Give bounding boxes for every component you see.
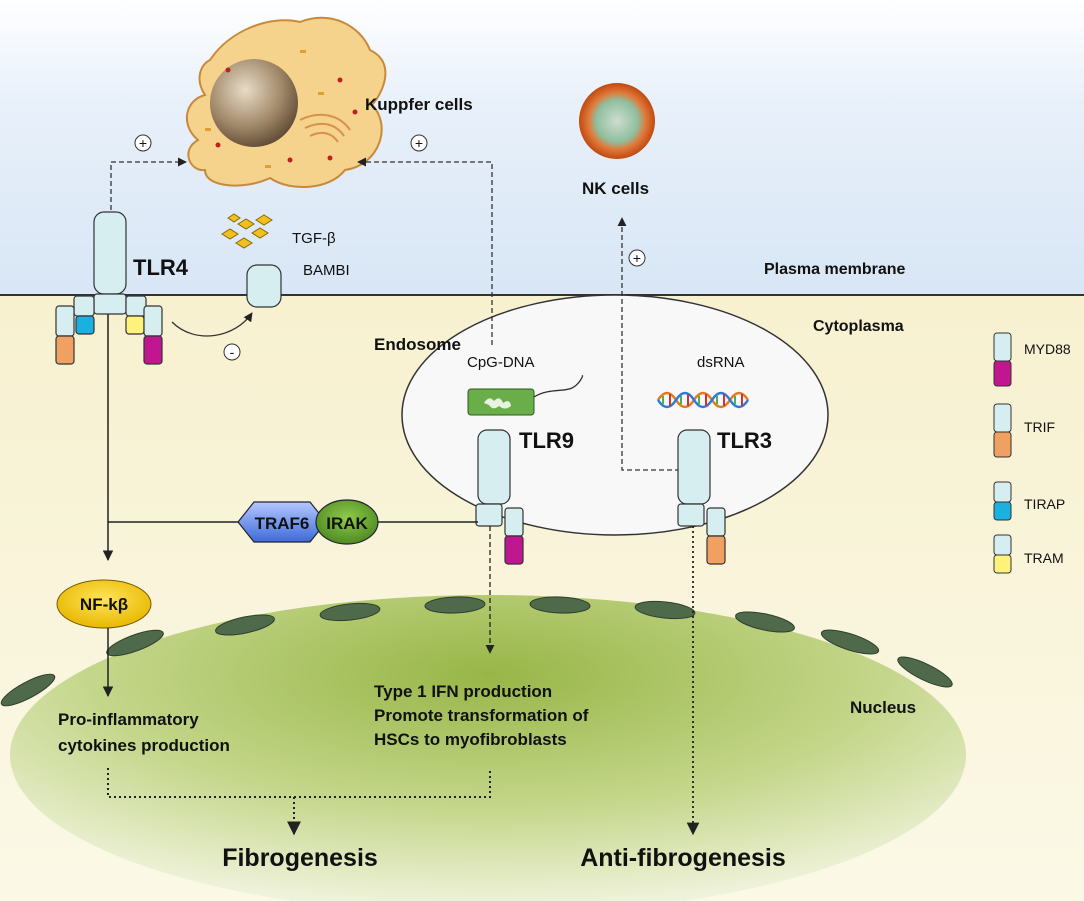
minus-sign-label: - — [230, 344, 235, 360]
pro-inflammatory-line2: cytokines production — [58, 736, 230, 755]
tlr4-receptor — [55, 211, 163, 365]
nucleus-label: Nucleus — [850, 698, 916, 717]
inhibition-arrow — [171, 312, 253, 337]
legend: MYD88 TRIF TIRAP TRAM — [993, 332, 1071, 574]
dsrna-molecule — [656, 391, 750, 409]
plus-sign-tlr4-label: + — [139, 135, 147, 151]
kuppfer-cells-label: Kuppfer cells — [365, 95, 473, 114]
pro-inflammatory-line1: Pro-inflammatory — [58, 710, 199, 729]
plus-sign-tlr9 — [410, 134, 428, 152]
legend-label-trif: TRIF — [1024, 419, 1055, 435]
bambi-receptor — [246, 264, 282, 308]
dsrna-label: dsRNA — [697, 354, 745, 371]
tlr4-label: TLR4 — [133, 255, 189, 280]
tlr9-to-kuppfer-arrow — [357, 157, 493, 345]
endosome — [401, 294, 829, 536]
nuclear-pores — [0, 596, 953, 707]
type1-ifn-line1: Type 1 IFN production — [374, 682, 552, 701]
legend-label-tram: TRAM — [1024, 550, 1064, 566]
legend-label-tirap: TIRAP — [1024, 496, 1065, 512]
tlr3-to-nk-arrow — [617, 217, 680, 471]
nfkb-node — [56, 579, 152, 629]
anti-fibrogenesis-label: Anti-fibrogenesis — [580, 844, 786, 872]
tlr3-label: TLR3 — [717, 428, 772, 453]
nucleus — [10, 595, 966, 901]
tgf-beta-label: TGF-β — [292, 230, 336, 247]
plus-sign-tlr9-label: + — [415, 135, 423, 151]
legend-item-tirap: TIRAP — [993, 481, 1065, 521]
nk-cells-label: NK cells — [582, 179, 649, 198]
plus-sign-tlr3 — [628, 249, 646, 267]
nk-cell — [579, 83, 655, 159]
traf6-label: TRAF6 — [255, 514, 310, 533]
legend-item-trif: TRIF — [993, 403, 1055, 458]
cpg-dna-label: CpG-DNA — [467, 354, 535, 371]
nfkb-label: NF-kβ — [80, 595, 128, 614]
cytoplasma-label: Cytoplasma — [813, 318, 904, 335]
fibrogenesis-label: Fibrogenesis — [222, 844, 378, 872]
bambi-label: BAMBI — [303, 262, 350, 279]
tlr9-receptor — [475, 429, 524, 565]
plus-sign-tlr3-label: + — [633, 250, 641, 266]
kuppfer-cell — [185, 16, 387, 188]
irak-label: IRAK — [326, 514, 368, 533]
legend-item-myd88: MYD88 — [993, 332, 1071, 387]
cpg-dna-molecule — [467, 375, 584, 416]
extracellular-region — [0, 0, 1084, 295]
fibrogenesis-bracket — [107, 768, 491, 798]
irak-node — [315, 499, 379, 545]
tgf-beta-molecules — [221, 213, 273, 249]
type1-ifn-line2: Promote transformation of — [374, 706, 589, 725]
legend-item-tram: TRAM — [993, 534, 1064, 574]
plus-sign-tlr4 — [134, 134, 152, 152]
tlr3-receptor — [677, 429, 726, 565]
tlr9-label: TLR9 — [519, 428, 574, 453]
endosome-label: Endosome — [374, 335, 461, 354]
plasma-membrane-label: Plasma membrane — [764, 261, 906, 278]
tlr4-to-kuppfer-arrow — [110, 157, 187, 210]
legend-label-myd88: MYD88 — [1024, 341, 1071, 357]
type1-ifn-line3: HSCs to myofibroblasts — [374, 730, 567, 749]
minus-sign — [223, 343, 241, 361]
